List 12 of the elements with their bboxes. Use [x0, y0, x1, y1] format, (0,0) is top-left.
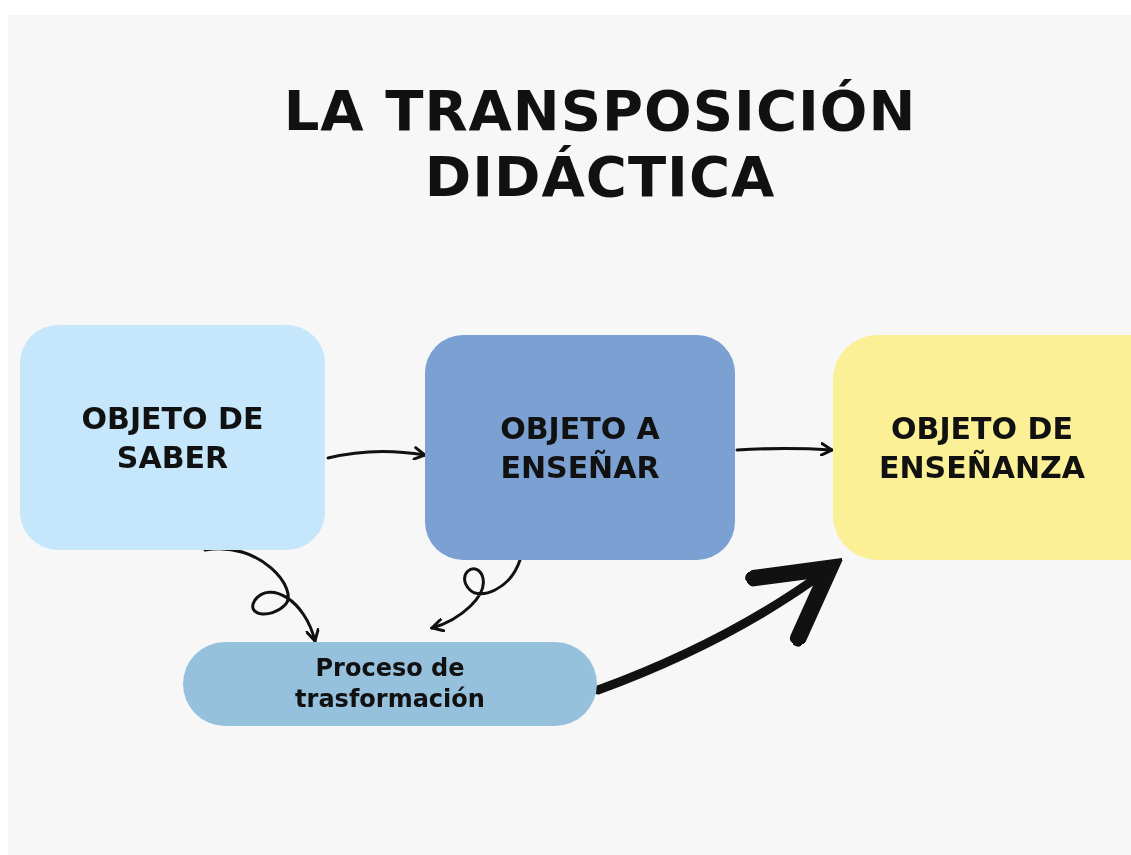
diagram-title: LA TRANSPOSICIÓN DIDÁCTICA	[282, 78, 918, 210]
node-text: OBJETO A ENSEÑAR	[499, 409, 661, 487]
node-text: OBJETO DE ENSEÑANZA	[877, 409, 1087, 487]
arrow	[326, 446, 427, 461]
arrow	[735, 442, 834, 457]
node-text: Proceso de trasformación	[294, 652, 486, 715]
process-box	[833, 335, 1131, 560]
process-box	[425, 335, 735, 560]
arrow	[203, 547, 319, 643]
arrow	[430, 558, 522, 632]
node-text: OBJETO DE SABER	[80, 399, 265, 477]
process-box	[20, 325, 325, 550]
